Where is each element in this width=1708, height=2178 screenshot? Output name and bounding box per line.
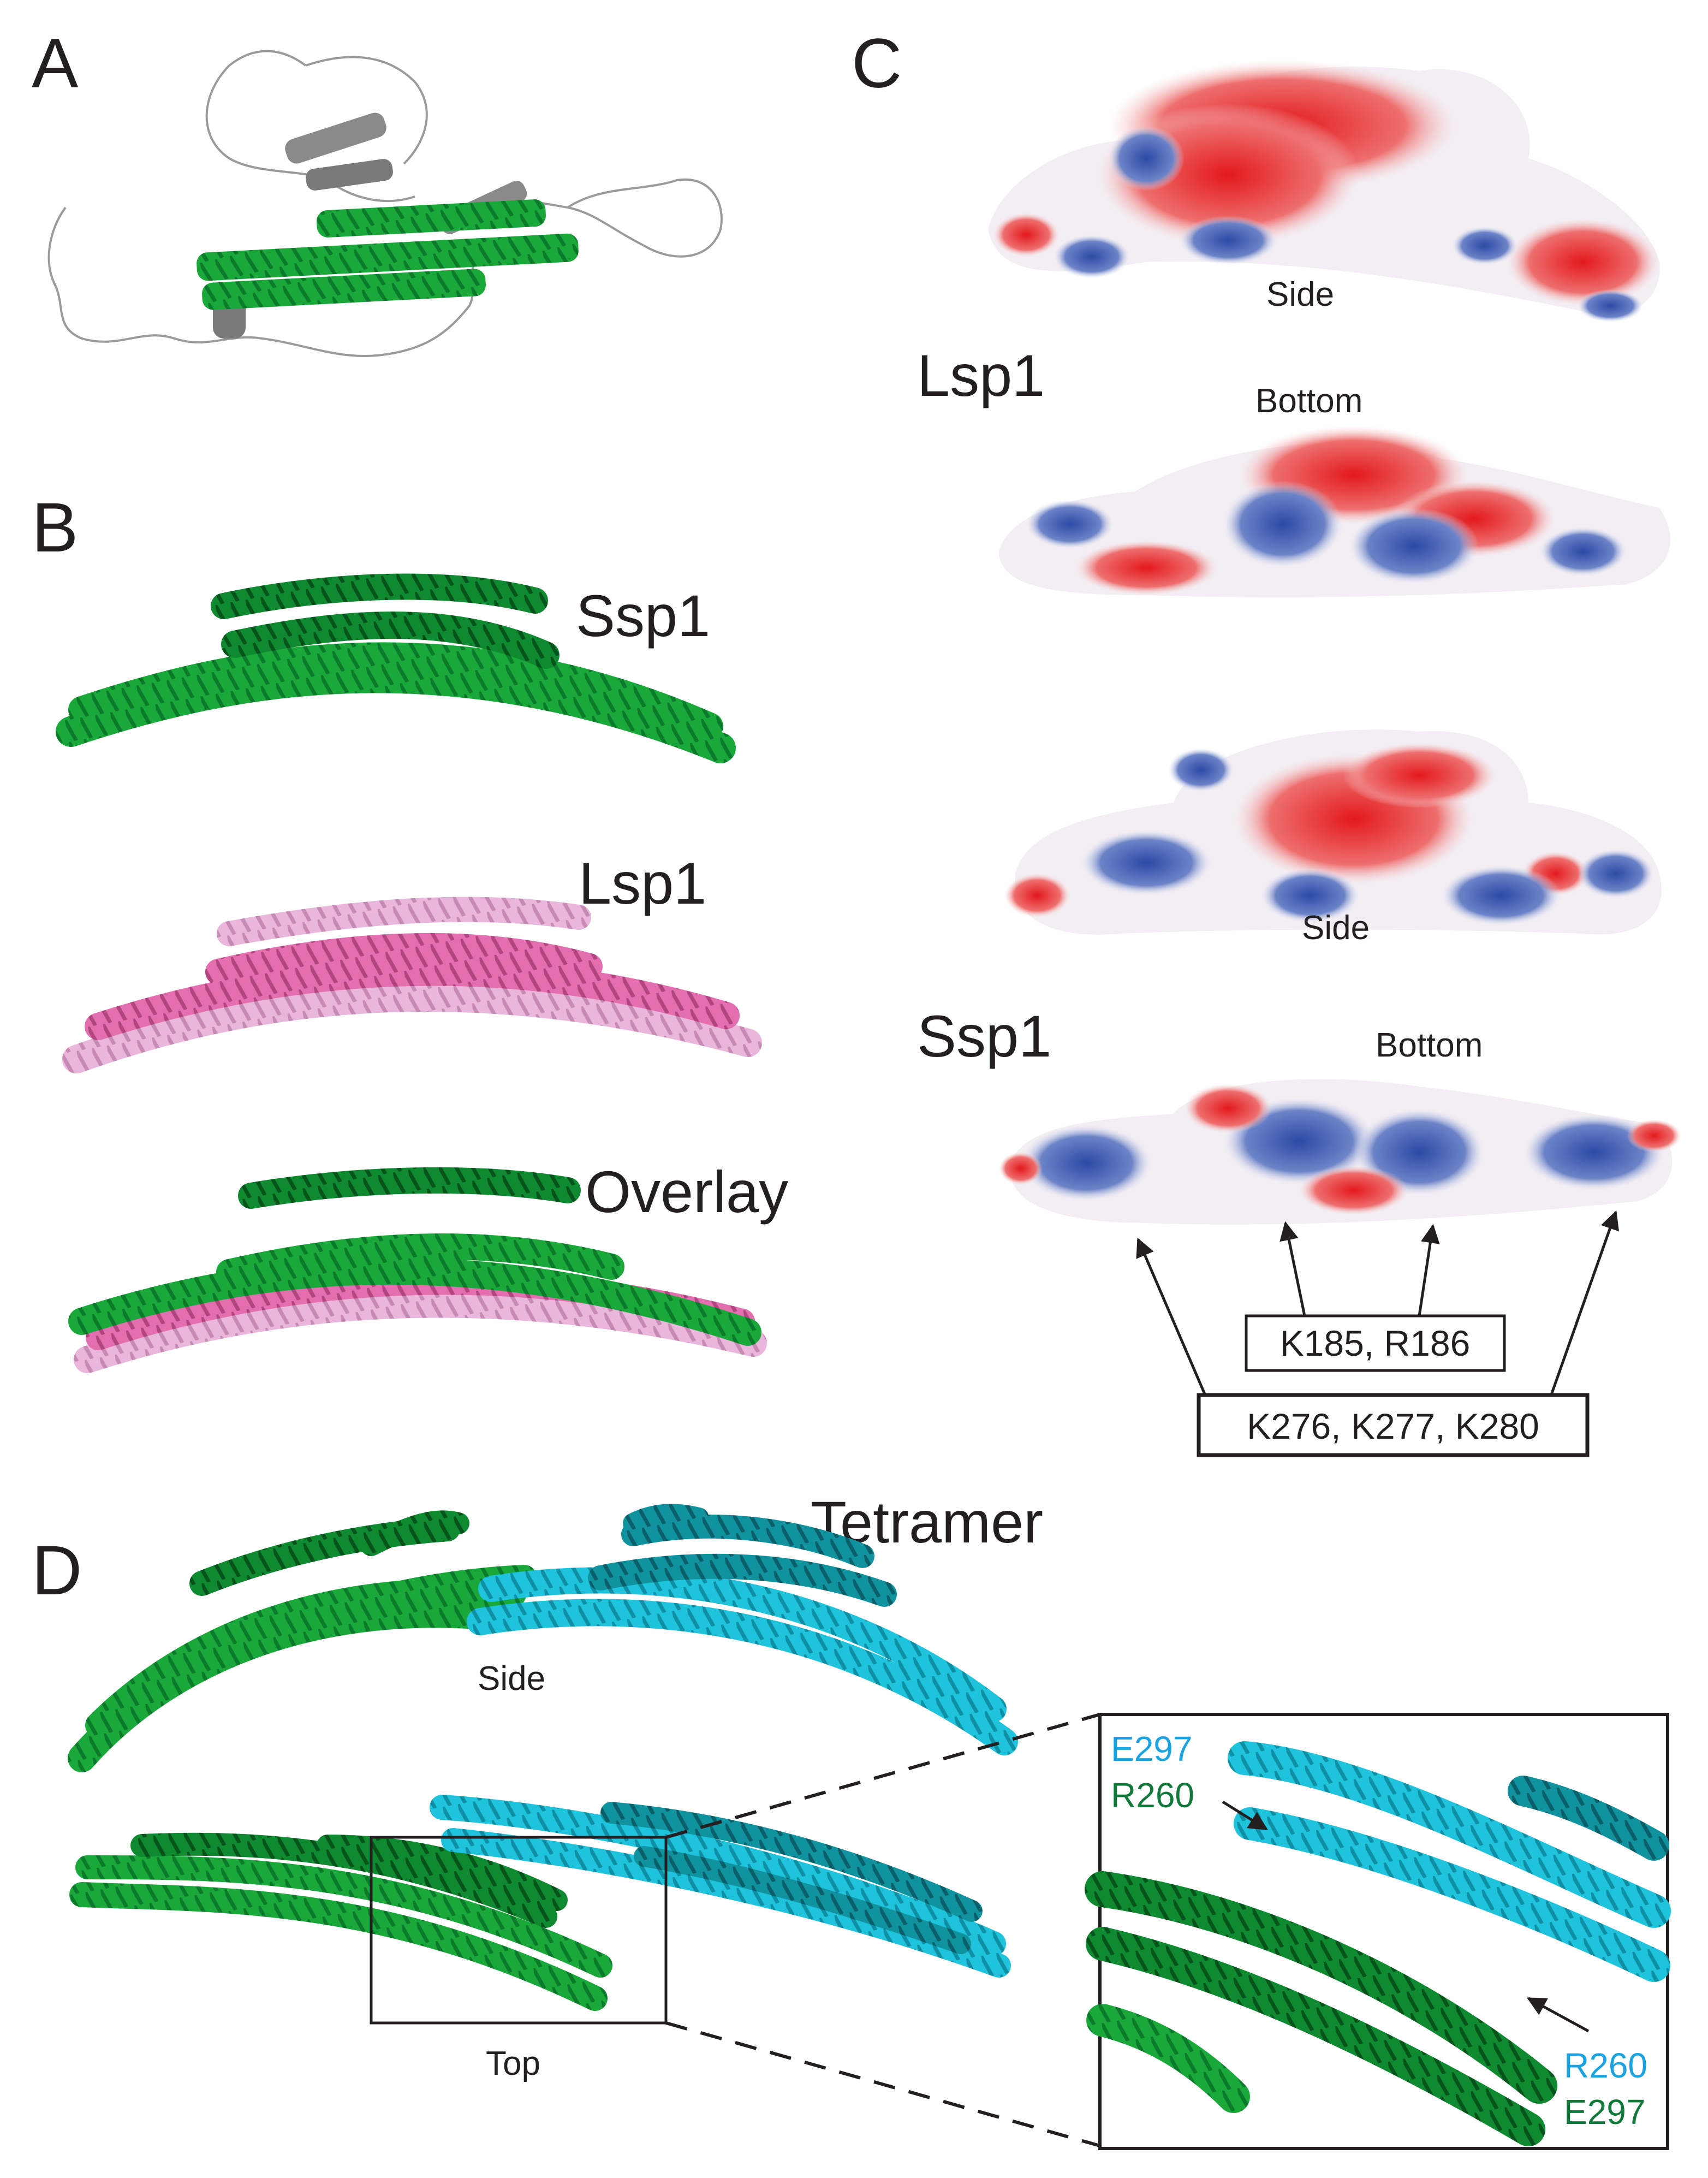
label-ssp1-b: Ssp1 xyxy=(576,583,710,649)
zoom-region-box xyxy=(370,1836,668,2025)
label-lsp1-bottom: Bottom xyxy=(1255,382,1362,420)
residue-arrows xyxy=(1136,1210,1620,1398)
label-e297-cyan: E297 xyxy=(1111,1729,1192,1768)
coiled-coil-green-a xyxy=(197,199,579,310)
panel-a: A xyxy=(32,25,723,357)
label-ssp1-bottom: Bottom xyxy=(1376,1026,1483,1064)
panel-letter-d: D xyxy=(32,1532,82,1610)
lsp1-surface-side xyxy=(988,60,1660,322)
label-lsp1-side: Side xyxy=(1266,276,1334,313)
label-r260-cyan: R260 xyxy=(1564,2046,1647,2085)
label-tetramer-top: Top xyxy=(486,2045,540,2082)
label-k185-r186: K185, R186 xyxy=(1280,1323,1471,1363)
label-ssp1-c: Ssp1 xyxy=(917,1003,1051,1069)
panel-letter-b: B xyxy=(32,489,78,567)
label-ssp1-side: Side xyxy=(1302,909,1370,947)
tetramer-side-green xyxy=(68,1510,537,1772)
panel-letter-c: C xyxy=(852,25,902,103)
lsp1-surface-bottom xyxy=(999,426,1670,597)
panel-c: C Side Lsp1 Bottom xyxy=(852,25,1681,1457)
alphafold-coil-gray xyxy=(47,50,723,357)
ssp1-surface-bottom xyxy=(999,1079,1681,1225)
label-tetramer-side: Side xyxy=(478,1660,545,1698)
tetramer-top-cyan xyxy=(430,1795,1011,1978)
tetramer-side-cyan xyxy=(467,1504,1018,1755)
label-r260-green: R260 xyxy=(1111,1776,1194,1815)
inset-zoom: E297 R260 R260 E297 xyxy=(1085,1713,1671,2150)
residue-box-1: K185, R186 xyxy=(1245,1314,1506,1372)
label-overlay-b: Overlay xyxy=(585,1159,788,1225)
panel-d: D Tetramer Side xyxy=(32,1489,1671,2150)
zoom-lines xyxy=(665,1713,1100,2147)
lsp1-ribbon xyxy=(62,897,762,1073)
label-k276-k277-k280: K276, K277, K280 xyxy=(1247,1406,1539,1446)
ssp1-surface-side xyxy=(1004,729,1662,935)
residue-box-2: K276, K277, K280 xyxy=(1197,1393,1590,1457)
label-lsp1-c: Lsp1 xyxy=(917,342,1045,408)
overlay-ribbon xyxy=(68,1167,767,1373)
panel-b: B Ssp1 Lsp1 Overlay xyxy=(32,489,788,1373)
label-lsp1-b: Lsp1 xyxy=(579,850,706,916)
label-e297-green: E297 xyxy=(1564,2092,1645,2132)
panel-letter-a: A xyxy=(32,25,79,103)
ssp1-ribbon xyxy=(56,573,736,763)
tetramer-top-green xyxy=(69,1832,612,2011)
